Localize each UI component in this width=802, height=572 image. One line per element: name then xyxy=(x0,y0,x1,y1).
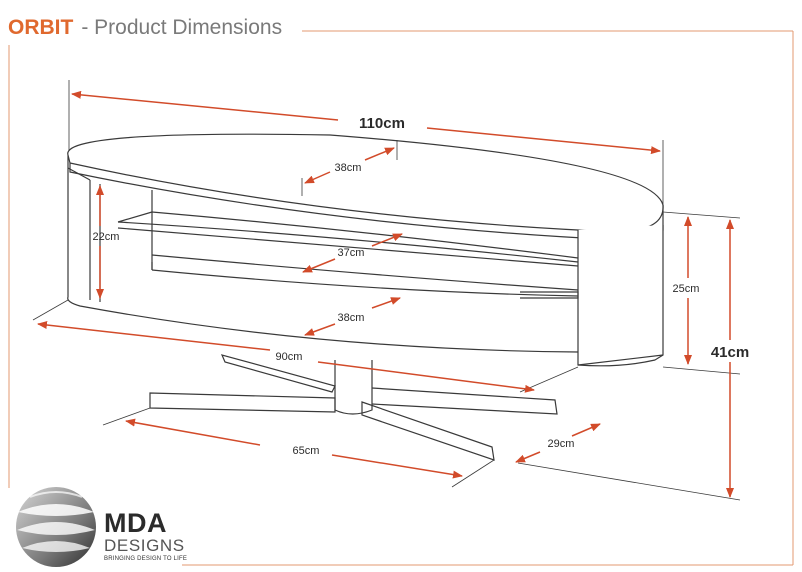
company-logo: MDA DESIGNS BRINGING DESIGN TO LIFE xyxy=(104,510,187,563)
shelf-depth-label: 37cm xyxy=(338,247,365,259)
brand-title: ORBIT xyxy=(8,16,74,39)
dimension-arrows xyxy=(37,90,734,498)
width-arrow-right xyxy=(426,127,661,155)
base-depth-label: 29cm xyxy=(548,438,575,450)
base-width-arrow-b xyxy=(331,454,463,479)
base-depth-arrow-a xyxy=(571,423,601,437)
width-label: 110cm xyxy=(359,115,405,132)
page-subtitle: - Product Dimensions xyxy=(81,16,283,39)
base-length-arrow-a xyxy=(37,321,271,351)
base-depth-arrow-b xyxy=(515,451,541,463)
top-depth-label: 38cm xyxy=(335,162,362,174)
logo-tagline: BRINGING DESIGN TO LIFE xyxy=(104,556,188,562)
bottom-depth-label: 38cm xyxy=(338,312,365,324)
frame-border xyxy=(8,30,794,566)
cabinet-height-label: 25cm xyxy=(673,283,700,295)
top-depth-arrow-b xyxy=(304,171,331,184)
base-length-arrow-b xyxy=(317,361,535,393)
logo-designs: DESIGNS xyxy=(104,536,185,555)
tv-stand-drawing xyxy=(67,133,664,461)
mda-logo-icon xyxy=(16,487,96,567)
inner-height-label: 22cm xyxy=(93,231,120,243)
page-header: ORBIT - Product Dimensions xyxy=(8,16,282,44)
top-depth-arrow-a xyxy=(364,147,395,161)
dimension-lines xyxy=(32,80,741,501)
logo-name: MDA xyxy=(104,508,167,538)
total-height-label: 41cm xyxy=(711,344,749,361)
base-length-label: 90cm xyxy=(276,351,303,363)
bottom-depth-arrow-b xyxy=(304,323,336,336)
bottom-depth-arrow-a xyxy=(371,297,401,309)
base-width-arrow-a xyxy=(125,418,261,446)
shelf-depth-arrow-b xyxy=(302,258,336,273)
base-width-label: 65cm xyxy=(293,445,320,457)
width-arrow-left xyxy=(71,90,339,121)
shelf-depth-arrow-a xyxy=(371,233,403,247)
